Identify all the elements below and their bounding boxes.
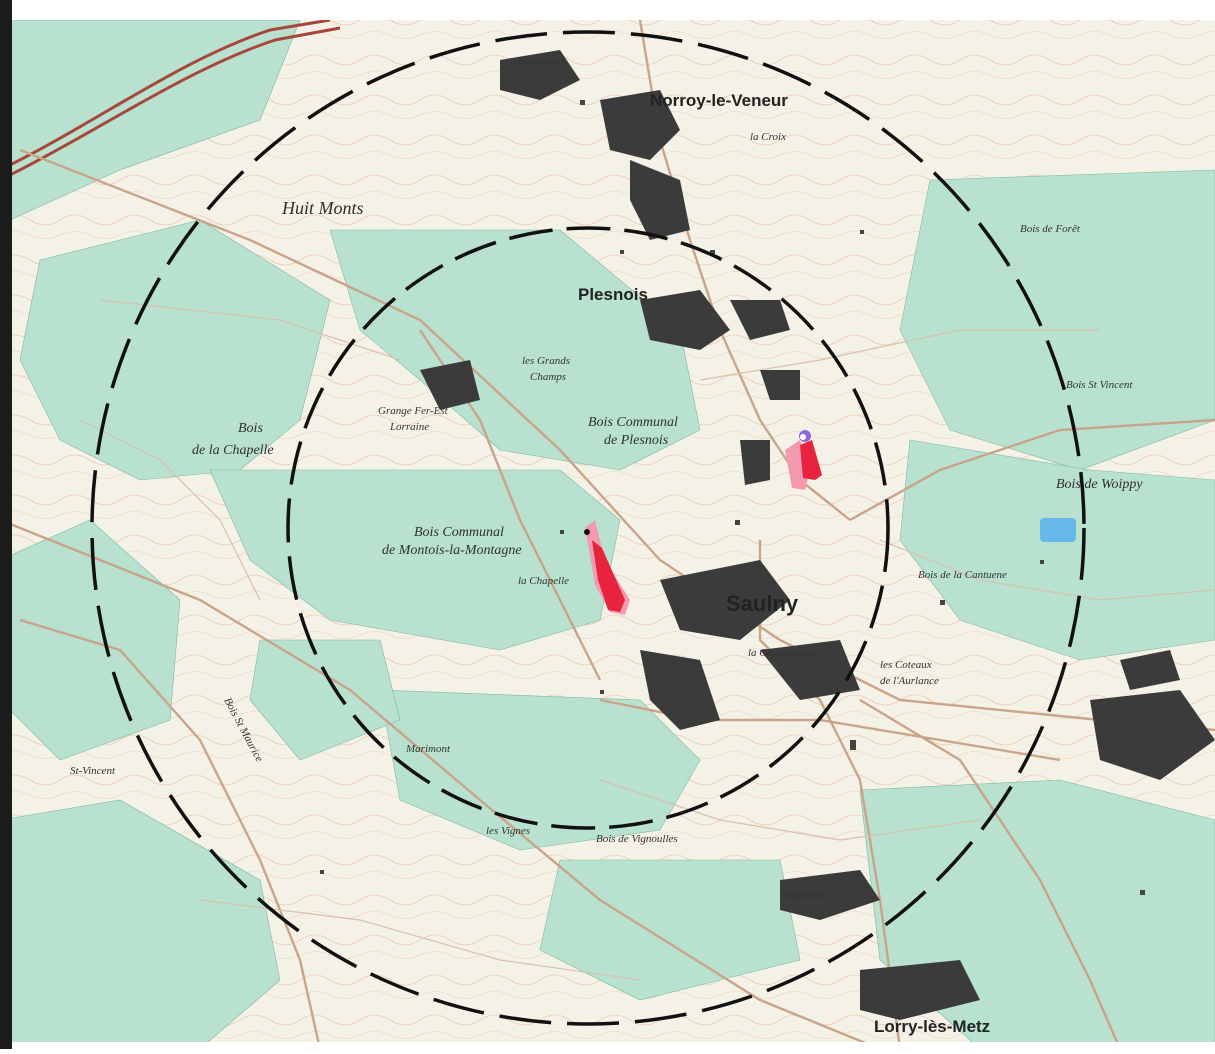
- label-marimont: Marimont: [405, 743, 451, 755]
- label-coteaux-2: de l'Aurlance: [880, 675, 939, 687]
- label-bois-de-forest: Bois de Forêt: [1020, 223, 1081, 235]
- label-st-vincent-left: St-Vincent: [70, 765, 116, 777]
- railway-line: [9, 18, 341, 177]
- top-margin: [12, 0, 1215, 20]
- label-bois-communal-pl-1: Bois Communal: [588, 415, 678, 430]
- label-lorry: Lorry-lès-Metz: [874, 1017, 990, 1036]
- bottom-margin: [12, 1042, 1215, 1049]
- wind-turbine-site-a: [584, 520, 630, 615]
- label-bois-chapelle-1: Bois: [238, 421, 263, 436]
- label-chapelle-2: la Chapelle: [518, 575, 569, 587]
- label-grands-champs-1: les Grands: [522, 355, 570, 367]
- label-bois-court: Bois de la Cantuene: [918, 569, 1007, 581]
- label-semecourt: Semécourt: [518, 55, 565, 67]
- label-coteaux-1: les Coteaux: [880, 659, 932, 671]
- wind-turbine-site-b: [785, 430, 822, 490]
- buildings-scatter: [320, 100, 1145, 895]
- label-bois-chapelle-2: de la Chapelle: [192, 443, 274, 458]
- label-la-croix: la Croix: [750, 131, 786, 143]
- villages: [420, 50, 1215, 1020]
- left-border: [0, 0, 12, 1049]
- pond: [1040, 518, 1076, 542]
- label-bois-st-vincent: Bois St Vincent: [1066, 379, 1133, 391]
- label-plesnois: Plesnois: [578, 285, 648, 304]
- label-les-vignes: les Vignes: [486, 825, 530, 837]
- label-huit-monts: Huit Monts: [281, 198, 364, 218]
- label-vigneulles: Vigneulles: [782, 889, 828, 901]
- label-bois-communal-pl-2: de Plesnois: [604, 433, 669, 448]
- town-labels: Norroy-le-Veneur Plesnois Saulny Lorry-l…: [518, 55, 990, 1036]
- label-calembourg: la Calembourg: [748, 647, 814, 659]
- outer-radius-circle: [90, 30, 1086, 1026]
- label-bois-woippy: Bois de Woippy: [1056, 477, 1143, 492]
- label-norroy: Norroy-le-Veneur: [650, 91, 788, 110]
- label-bois-communal-mt-2: de Montois-la-Montagne: [382, 543, 522, 558]
- label-grange: Grange Fer-Est: [378, 405, 449, 417]
- label-saulny: Saulny: [726, 591, 799, 616]
- inner-radius-circle: [286, 226, 890, 830]
- label-grands-champs-2: Champs: [530, 371, 566, 383]
- label-bois-de-vignoulles: Bois de Vignoulles: [596, 833, 678, 845]
- label-lorraine: Lorraine: [389, 421, 429, 433]
- label-bois-communal-mt-1: Bois Communal: [414, 525, 504, 540]
